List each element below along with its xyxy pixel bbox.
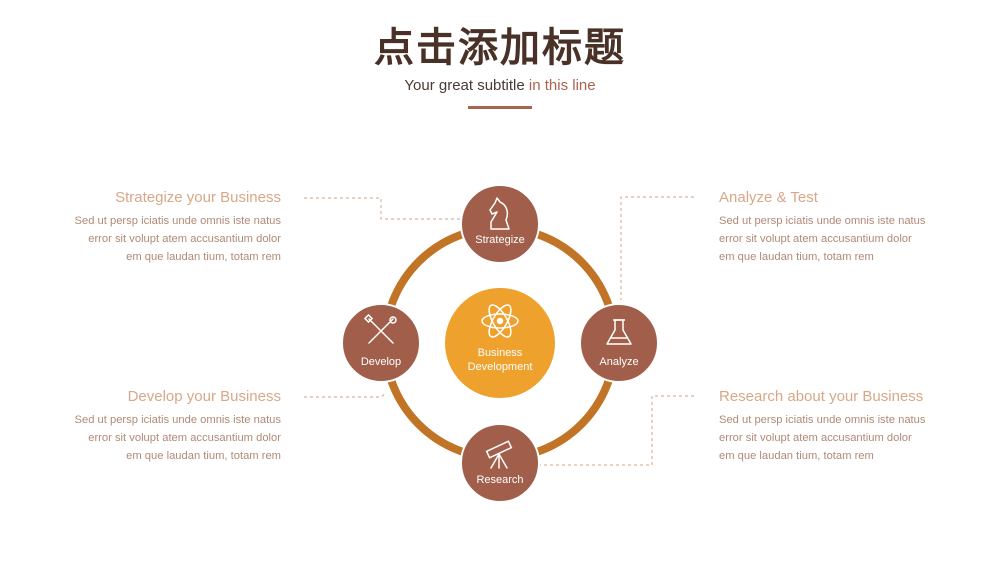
analyze-body-line: error sit volupt atem accusantium dolor <box>719 233 912 245</box>
strategize-block-title: Strategize your Business <box>115 189 281 206</box>
node-develop[interactable]: Develop <box>341 303 421 383</box>
develop-body-line: error sit volupt atem accusantium dolor <box>88 432 281 444</box>
center-label-line2: Development <box>468 361 533 373</box>
page-title: 点击添加标题 <box>374 25 626 71</box>
flask-icon <box>606 319 632 345</box>
connector-analyze <box>620 196 694 300</box>
page-subtitle: Your great subtitle in this line <box>0 77 1000 94</box>
analyze-block-title: Analyze & Test <box>719 189 818 206</box>
telescope-icon <box>485 440 513 469</box>
subtitle-main: Your great subtitle <box>404 77 525 94</box>
strategize-body-line: Sed ut persp iciatis unde omnis iste nat… <box>74 215 281 227</box>
analyze-body-line: Sed ut persp iciatis unde omnis iste nat… <box>719 215 926 227</box>
strategize-block-body: Sed ut persp iciatis unde omnis iste nat… <box>41 212 281 266</box>
center-circle <box>445 288 555 398</box>
strategize-body-line: error sit volupt atem accusantium dolor <box>88 233 281 245</box>
analyze-body-line: em que laudan tium, totam rem <box>719 251 874 263</box>
research-block-body: Sed ut persp iciatis unde omnis iste nat… <box>719 411 959 465</box>
strategize-body-line: em que laudan tium, totam rem <box>126 251 281 263</box>
develop-block-title: Develop your Business <box>127 388 281 405</box>
title-underline <box>468 106 532 109</box>
node-label-analyze: Analyze <box>599 356 638 368</box>
node-label-develop: Develop <box>361 356 401 368</box>
research-block-title: Research about your Business <box>719 388 924 405</box>
chess-knight-icon <box>489 197 510 230</box>
develop-body-line: em que laudan tium, totam rem <box>126 450 281 462</box>
node-label-strategize: Strategize <box>475 234 525 246</box>
connector-strategize <box>304 197 462 220</box>
atom-icon <box>481 304 519 338</box>
research-body-line: Sed ut persp iciatis unde omnis iste nat… <box>719 414 926 426</box>
node-analyze[interactable]: Analyze <box>579 303 659 383</box>
tools-icon <box>363 313 397 344</box>
develop-body-line: Sed ut persp iciatis unde omnis iste nat… <box>74 414 281 426</box>
develop-block-body: Sed ut persp iciatis unde omnis iste nat… <box>41 411 281 465</box>
connector-research <box>540 395 694 466</box>
research-body-line: error sit volupt atem accusantium dolor <box>719 432 912 444</box>
connector-develop <box>304 392 387 398</box>
node-strategize[interactable]: Strategize <box>460 184 540 264</box>
node-research[interactable]: Research <box>460 423 540 503</box>
research-body-line: em que laudan tium, totam rem <box>719 450 874 462</box>
connector-lines <box>304 196 694 466</box>
analyze-block-body: Sed ut persp iciatis unde omnis iste nat… <box>719 212 959 266</box>
center-label-line1: Business <box>478 347 523 359</box>
subtitle-accent: in this line <box>524 77 596 94</box>
node-label-research: Research <box>476 474 523 486</box>
